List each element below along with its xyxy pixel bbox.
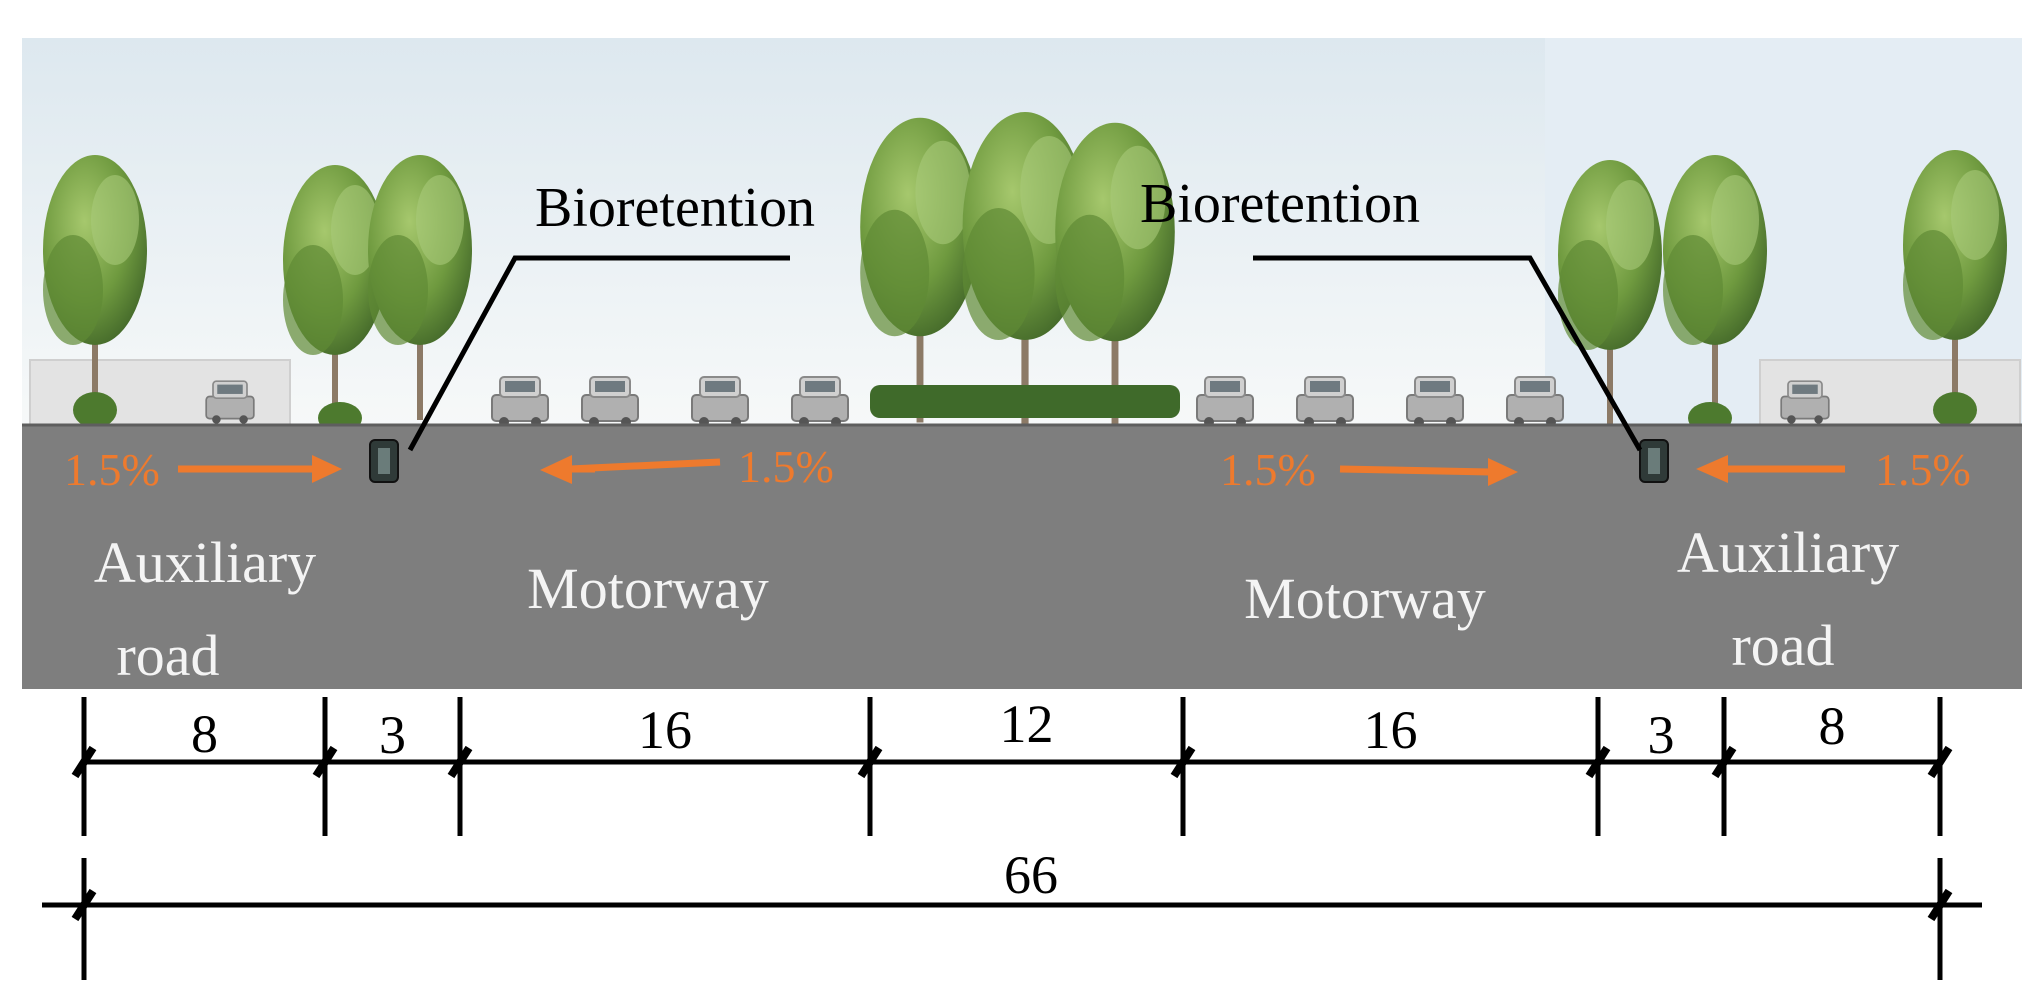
bioretention-leader-right <box>1253 255 1643 452</box>
total-dimension-line: 66 <box>42 845 1982 980</box>
auxiliary-road-label-left-1: Auxiliary <box>94 530 316 595</box>
bioretention-label-right: Bioretention <box>1140 173 1420 235</box>
car-icon <box>1196 376 1254 428</box>
segment-dimension-label: 16 <box>638 700 692 760</box>
dimension-tick <box>1170 745 1196 779</box>
car-icon <box>581 376 639 428</box>
bioretention-leader-left <box>407 255 790 452</box>
dimension-tick <box>1927 745 1953 779</box>
arrow-icon <box>1696 455 1728 483</box>
dimension-tick <box>1585 745 1611 779</box>
segment-dimension-label: 3 <box>379 705 406 765</box>
dimension-tick <box>857 745 883 779</box>
dimension-tick <box>71 745 97 779</box>
total-dimension-label: 66 <box>1004 845 1058 905</box>
car-icon <box>491 376 549 428</box>
street-scene-background <box>22 38 2022 434</box>
dimension-tick <box>312 745 338 779</box>
car-icon <box>1406 376 1464 428</box>
road-surface <box>22 425 2022 689</box>
segment-dimension-label: 16 <box>1364 700 1418 760</box>
auxiliary-road-label-left-2: road <box>116 623 219 688</box>
slope-label-3: 1.5% <box>1220 444 1316 495</box>
slope-arrow-4 <box>1696 455 1845 483</box>
car-icon <box>791 376 849 428</box>
auxiliary-road-label-right-1: Auxiliary <box>1677 520 1899 585</box>
median-hedge <box>870 385 1180 418</box>
car-icon <box>1506 376 1564 428</box>
segment-dimension-label: 12 <box>1000 694 1054 754</box>
arrow-icon <box>312 455 342 483</box>
drain-icon <box>369 439 399 483</box>
car-icon <box>1296 376 1354 428</box>
dimension-tick <box>1711 745 1737 779</box>
motorway-label-left: Motorway <box>527 556 769 621</box>
slope-label-4: 1.5% <box>1875 444 1971 495</box>
slope-arrow-1 <box>178 455 342 483</box>
slope-label-1: 1.5% <box>64 444 160 495</box>
slope-arrow-2 <box>540 455 721 484</box>
dimension-tick <box>1927 888 1953 922</box>
slope-arrow-3 <box>1339 458 1518 486</box>
segment-dimension-label: 3 <box>1648 705 1675 765</box>
arrow-icon <box>540 455 572 484</box>
arrow-icon <box>1488 458 1518 486</box>
dimension-tick <box>71 888 97 922</box>
segment-dimension-label: 8 <box>191 704 218 764</box>
bioretention-label-left: Bioretention <box>535 177 815 239</box>
dimension-tick <box>447 745 473 779</box>
drain-icon <box>1639 439 1669 483</box>
car-icon <box>1780 380 1830 425</box>
car-icon <box>691 376 749 428</box>
car-icon <box>205 380 255 425</box>
motorway-label-right: Motorway <box>1244 566 1486 631</box>
slope-label-2: 1.5% <box>738 441 834 492</box>
segment-dimension-chain: 8 3 16 12 16 3 8 <box>71 694 1953 836</box>
segment-dimension-label: 8 <box>1819 696 1846 756</box>
auxiliary-road-label-right-2: road <box>1731 613 1834 678</box>
